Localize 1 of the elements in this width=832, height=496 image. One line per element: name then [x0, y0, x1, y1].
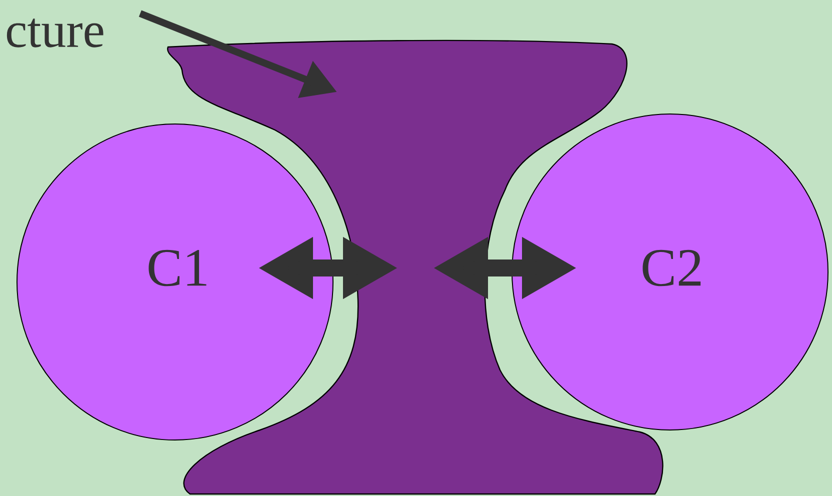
label-text: cture: [6, 18, 104, 48]
